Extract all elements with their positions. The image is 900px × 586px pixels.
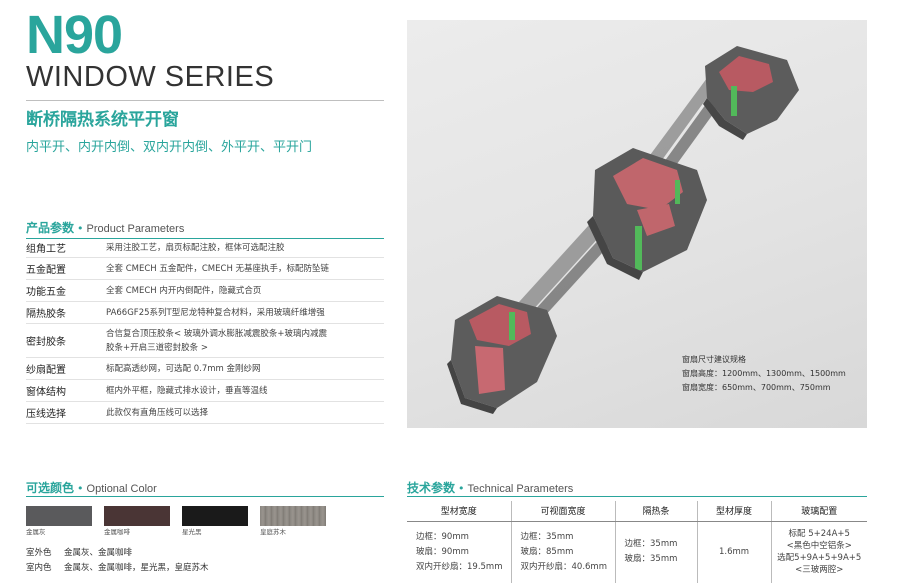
param-row: 隔热胶条 PA66GF25系列T型尼龙特种复合材料，采用玻璃纤维增强 (26, 302, 384, 324)
param-value: 标配高透纱网，可选配 0.7mm 金刚纱网 (106, 363, 261, 374)
swatch-starlight-black (182, 506, 248, 526)
tech-params-title-en: Technical Parameters (467, 483, 574, 495)
param-label: 密封胶条 (26, 337, 66, 348)
window-profile-illustration (447, 46, 799, 414)
header-divider (26, 100, 384, 101)
caption-width: 窗扇宽度：650mm、700mm、750mm (682, 383, 831, 392)
window-profile-render (407, 20, 867, 428)
tech-params-table: 型材宽度 可视面宽度 隔热条 型材厚度 玻璃配置 边框：90mm 玻扇：90mm… (407, 501, 867, 583)
param-value: 合信复合顶压胶条< 玻璃外调水膨胀减震胶条+玻璃内减震 胶条+开启三道密封胶条 … (106, 327, 327, 355)
product-subtitle: 断桥隔热系统平开窗 (26, 110, 179, 130)
swatch-royal-wood (260, 506, 326, 526)
cell-line: 玻扇：85mm (520, 546, 574, 557)
param-row: 压线选择 此款仅有直角压线可以选择 (26, 402, 384, 424)
param-row: 密封胶条 合信复合顶压胶条< 玻璃外调水膨胀减震胶条+玻璃内减震 胶条+开启三道… (26, 324, 384, 358)
header-visible-width: 可视面宽度 (511, 501, 616, 522)
param-value: 全套 CMECH 内开内倒配件，隐藏式合页 (106, 285, 262, 296)
param-value: 全套 CMECH 五金配件，CMECH 无基座执手，标配防坠链 (106, 263, 330, 274)
opening-types: 内平开、内开内倒、双内开内倒、外平开、平开门 (26, 140, 313, 155)
series-title: WINDOW SERIES (26, 61, 275, 93)
interior-color-row: 室内色 金属灰、金属咖啡，星光黑，皇庭苏木 (26, 564, 209, 573)
swatch-metal-coffee (104, 506, 170, 526)
interior-label: 室内色 (26, 563, 52, 573)
cell-profile-width: 边框：90mm 玻扇：90mm 双内开纱扇：19.5mm (407, 521, 512, 583)
header-profile-width: 型材宽度 (407, 501, 512, 522)
header-glass: 玻璃配置 (771, 501, 867, 522)
param-value: PA66GF25系列T型尼龙特种复合材料，采用玻璃纤维增强 (106, 307, 325, 318)
tech-params-heading: 技术参数•Technical Parameters (407, 482, 573, 495)
param-row: 窗体结构 框内外平框，隐藏式排水设计，垂直等温线 (26, 380, 384, 402)
param-value-line: 胶条+开启三道密封胶条 > (106, 342, 208, 353)
header-thickness: 型材厚度 (697, 501, 772, 522)
param-value: 框内外平框，隐藏式排水设计，垂直等温线 (106, 385, 268, 396)
cell-line: 双内开纱扇：19.5mm (416, 561, 503, 572)
cell-line: 选配5+9A+5+9A+5 (777, 553, 862, 564)
param-label: 纱扇配置 (26, 365, 66, 376)
tech-params-rule (407, 496, 867, 497)
bullet-dot: • (458, 482, 465, 495)
product-params-heading: 产品参数•Product Parameters (26, 222, 184, 235)
param-label: 五金配置 (26, 265, 66, 276)
exterior-value: 金属灰、金属咖啡 (64, 548, 133, 558)
cell-thermal-strip: 边框：35mm 玻扇：35mm (615, 521, 698, 583)
swatch-label: 星光黑 (182, 528, 202, 536)
exterior-color-row: 室外色 金属灰、金属咖啡 (26, 549, 132, 558)
product-params-title-cn: 产品参数 (26, 221, 75, 235)
table-header-row: 型材宽度 可视面宽度 隔热条 型材厚度 玻璃配置 (407, 501, 867, 522)
swatch-label: 皇庭苏木 (260, 528, 286, 536)
cell-line: 标配 5+24A+5 (788, 529, 850, 540)
cell-line: 边框：35mm (520, 531, 574, 542)
product-params-title-en: Product Parameters (86, 223, 185, 235)
tech-params-title-cn: 技术参数 (407, 481, 456, 495)
recommended-size-caption: 窗扇尺寸建议规格 窗扇高度：1200mm、1300mm、1500mm 窗扇宽度：… (682, 353, 846, 395)
cell-glass: 标配 5+24A+5 <黑色中空铝条> 选配5+9A+5+9A+5 <三玻两腔> (771, 521, 867, 583)
colors-title-cn: 可选颜色 (26, 481, 75, 495)
param-row: 组角工艺 采用注胶工艺，扇页标配注胶，框体可选配注胶 (26, 238, 384, 258)
cell-line: <黑色中空铝条> (786, 541, 852, 552)
bullet-dot: • (77, 482, 84, 495)
product-params-rule (26, 238, 384, 239)
swatch-label: 金属咖啡 (104, 528, 130, 536)
param-label: 窗体结构 (26, 387, 66, 398)
param-value: 采用注胶工艺，扇页标配注胶，框体可选配注胶 (106, 242, 285, 253)
exterior-label: 室外色 (26, 548, 52, 558)
param-label: 组角工艺 (26, 244, 66, 255)
cell-line: 玻扇：90mm (416, 546, 469, 557)
swatch-metal-gray (26, 506, 92, 526)
param-value-line: 合信复合顶压胶条< 玻璃外调水膨胀减震胶条+玻璃内减震 (106, 328, 327, 339)
colors-rule (26, 496, 384, 497)
param-row: 五金配置 全套 CMECH 五金配件，CMECH 无基座执手，标配防坠链 (26, 258, 384, 280)
param-label: 压线选择 (26, 409, 66, 420)
param-row: 功能五金 全套 CMECH 内开内倒配件，隐藏式合页 (26, 280, 384, 302)
param-label: 功能五金 (26, 287, 66, 298)
interior-value: 金属灰、金属咖啡，星光黑，皇庭苏木 (64, 563, 209, 573)
colors-heading: 可选颜色•Optional Color (26, 482, 157, 495)
colors-title-en: Optional Color (86, 483, 157, 495)
model-title: N90 (26, 5, 123, 65)
param-label: 隔热胶条 (26, 309, 66, 320)
cell-line: 双内开纱扇：40.6mm (520, 561, 608, 572)
product-params-table: 组角工艺 采用注胶工艺，扇页标配注胶，框体可选配注胶 五金配置 全套 CMECH… (26, 238, 384, 424)
swatch-label: 金属灰 (26, 528, 46, 536)
table-row: 边框：90mm 玻扇：90mm 双内开纱扇：19.5mm 边框：35mm 玻扇：… (407, 521, 867, 583)
cell-thickness: 1.6mm (697, 521, 772, 583)
param-value: 此款仅有直角压线可以选择 (106, 407, 209, 418)
cell-line: 边框：90mm (416, 531, 469, 542)
caption-height: 窗扇高度：1200mm、1300mm、1500mm (682, 369, 846, 378)
cell-line: 玻扇：35mm (624, 554, 678, 565)
bullet-dot: • (77, 222, 84, 235)
param-row: 纱扇配置 标配高透纱网，可选配 0.7mm 金刚纱网 (26, 358, 384, 380)
cell-visible-width: 边框：35mm 玻扇：85mm 双内开纱扇：40.6mm (511, 521, 616, 583)
cell-line: 边框：35mm (624, 539, 678, 550)
caption-title: 窗扇尺寸建议规格 (682, 355, 746, 364)
cell-line: <三玻两腔> (795, 565, 844, 576)
header-thermal-strip: 隔热条 (615, 501, 698, 522)
